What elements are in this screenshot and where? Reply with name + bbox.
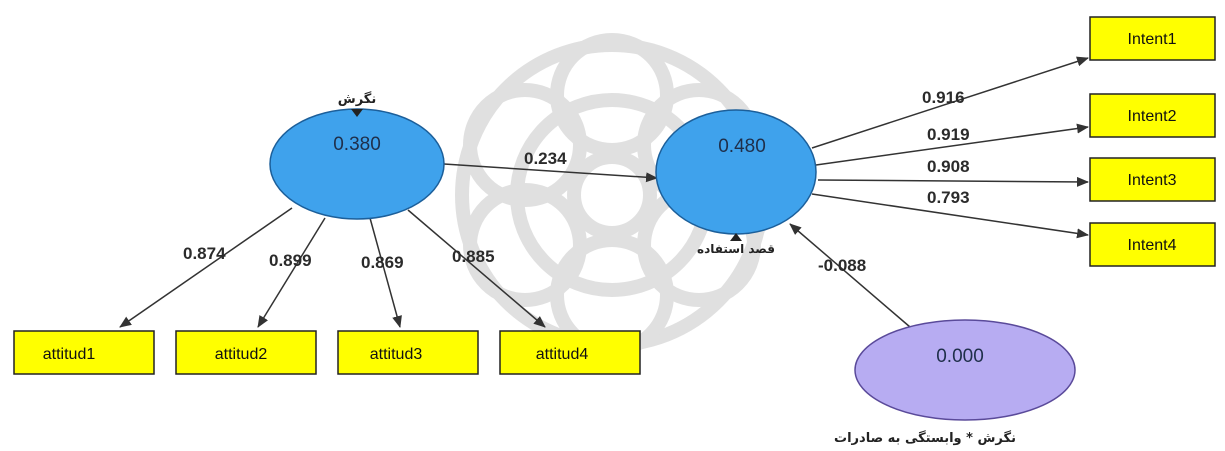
indicator-attitud3[interactable]: attitud3 (337, 330, 479, 375)
indicator-attitud4[interactable]: attitud4 (499, 330, 641, 375)
loading-intent3: 0.908 (927, 157, 970, 176)
indicator-intent1[interactable]: Intent1 (1089, 16, 1216, 61)
latent-attitude-label: نگرش (338, 91, 376, 107)
edges (119, 56, 1089, 328)
loading-arrow-attitud2 (257, 217, 326, 328)
loading-arrow-intent3 (817, 176, 1089, 187)
loading-attitud1: 0.874 (183, 244, 226, 263)
path-coef-moderator-intention: -0.088 (818, 256, 866, 275)
indicator-intent1-label: Intent1 (1128, 31, 1177, 48)
path-attitude-to-intention (443, 163, 658, 183)
indicator-intent2[interactable]: Intent2 (1089, 93, 1216, 138)
attitude-label-pointer-icon (351, 109, 363, 117)
latent-attitude[interactable]: 0.380 نگرش (269, 91, 445, 220)
indicator-attitud2-label: attitud2 (215, 346, 268, 363)
indicator-intent3[interactable]: Intent3 (1089, 157, 1216, 202)
indicator-intent3-label: Intent3 (1128, 172, 1177, 189)
latent-intention[interactable]: 0.480 قصد استفاده (655, 109, 817, 256)
latent-moderator-value: 0.000 (936, 346, 984, 367)
loading-intent1: 0.916 (922, 88, 965, 107)
loading-arrow-intent4 (811, 193, 1089, 239)
latent-moderator[interactable]: 0.000 نگرش * وابستگی به صادرات (834, 319, 1076, 446)
intention-label-pointer-icon (730, 233, 742, 241)
latent-attitude-value: 0.380 (333, 134, 381, 155)
loading-arrow-attitud3 (369, 217, 402, 328)
indicator-attitud1[interactable]: attitud1 (13, 330, 155, 375)
loading-intent4: 0.793 (927, 188, 970, 207)
latent-intention-value: 0.480 (718, 136, 766, 157)
indicator-attitud3-label: attitud3 (370, 346, 423, 363)
path-moderator-to-intention (789, 223, 911, 328)
indicator-intent4[interactable]: Intent4 (1089, 222, 1216, 267)
loading-attitud4: 0.885 (452, 247, 495, 266)
loading-arrow-attitud4 (407, 209, 546, 328)
loading-arrow-intent1 (811, 56, 1089, 149)
indicator-intent4-label: Intent4 (1128, 237, 1177, 254)
latent-moderator-label: نگرش * وابستگی به صادرات (834, 430, 1016, 446)
indicator-attitud2[interactable]: attitud2 (175, 330, 317, 375)
indicator-attitud1-label: attitud1 (43, 346, 96, 363)
loading-attitud2: 0.899 (269, 251, 312, 270)
indicator-intent2-label: Intent2 (1128, 108, 1177, 125)
indicator-attitud4-label: attitud4 (536, 346, 589, 363)
latent-intention-label: قصد استفاده (697, 242, 775, 256)
loading-attitud3: 0.869 (361, 253, 404, 272)
loading-arrow-intent2 (815, 123, 1089, 166)
loading-intent2: 0.919 (927, 125, 970, 144)
path-coef-attitude-intention: 0.234 (524, 149, 567, 168)
loading-arrow-attitud1 (119, 207, 293, 328)
